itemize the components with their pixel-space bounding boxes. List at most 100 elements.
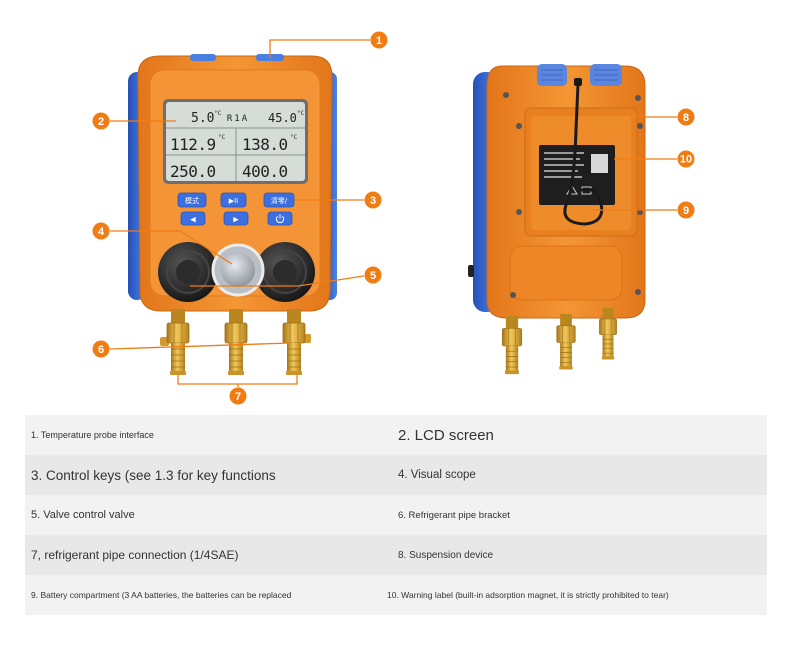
label-text-line	[544, 176, 582, 178]
lcd-temp-right: 45.0	[268, 111, 297, 125]
callout-badge-2	[92, 112, 110, 130]
lcd-pressure-right: 138.0	[242, 135, 288, 154]
legend-row: 5. Valve control valve 6. Refrigerant pi…	[25, 495, 767, 535]
zero-key-label: 清零/	[271, 196, 288, 205]
lcd-pressure-left: 112.9	[170, 135, 216, 154]
screw	[637, 123, 643, 129]
product-diagram: 5.0 °C R1A 45.0 °C 112.9 °C 138.0 °C 250…	[92, 31, 695, 405]
callout-number: 3	[370, 195, 376, 207]
leader-4	[110, 230, 233, 265]
top-tab-left	[190, 54, 216, 61]
callout-number: 4	[98, 226, 105, 238]
refrigerant-fitting-middle	[224, 308, 248, 376]
label-text-line	[544, 158, 580, 160]
parts-legend-table: 1. Temperature probe interface 2. LCD sc…	[25, 415, 767, 615]
side-button	[468, 265, 474, 277]
lcd-value-right: 400.0	[242, 162, 288, 181]
lcd-screen: 5.0 °C R1A 45.0 °C 112.9 °C 138.0 °C 250…	[163, 99, 308, 184]
leader-5	[190, 275, 365, 287]
legend-item-9: 9. Battery compartment (3 AA batteries, …	[31, 590, 292, 600]
mode-key	[177, 192, 207, 208]
callout-badge-4	[92, 222, 110, 240]
legend-row: 9. Battery compartment (3 AA batteries, …	[25, 575, 767, 615]
callout-badge-8	[677, 108, 695, 126]
knob-cap	[176, 260, 200, 284]
callout-badge-10	[677, 150, 695, 168]
legend-item-2: 2. LCD screen	[398, 426, 494, 444]
callout-badge-1	[370, 31, 388, 49]
control-keys: 模式 ▶II 清零/ ◀ ▶	[177, 192, 295, 226]
legend-item-1: 1. Temperature probe interface	[31, 430, 154, 440]
screw	[635, 289, 641, 295]
legend-item-10: 10. Warning label (built-in adsorption m…	[387, 590, 669, 600]
zero-key	[263, 192, 295, 208]
screw	[510, 292, 516, 298]
lower-molding	[509, 245, 623, 301]
callout-badge-3	[364, 191, 382, 209]
legend-item-8: 8. Suspension device	[398, 549, 494, 561]
screw	[635, 95, 641, 101]
refrigerant-fitting-low	[166, 308, 190, 376]
power-icon-arc	[275, 215, 285, 223]
back-fitting-middle	[556, 313, 576, 370]
callout-number: 9	[683, 205, 689, 217]
back-view	[468, 64, 646, 375]
lcd-unit: °C	[297, 110, 305, 117]
play-pause-key-label: ▶II	[229, 197, 239, 205]
mode-key-label: 模式	[185, 196, 199, 205]
lcd-value-left: 250.0	[170, 162, 216, 181]
tab-ridges	[541, 69, 563, 81]
right-key	[223, 211, 249, 226]
leader-1	[269, 39, 370, 58]
lcd-unit: °C	[218, 134, 226, 141]
refrigerant-fitting-high	[282, 308, 306, 376]
label-text-line	[544, 152, 584, 154]
callout-number: 10	[680, 154, 692, 166]
callout-number: 8	[683, 112, 689, 124]
callout-number: 6	[98, 344, 104, 356]
callout-badge-9	[677, 201, 695, 219]
legend-item-6: 6. Refrigerant pipe bracket	[398, 509, 510, 521]
back-fitting-left	[501, 315, 523, 375]
callout-badge-7	[229, 387, 247, 405]
callout-leaders	[109, 39, 677, 387]
play-pause-key	[220, 192, 247, 208]
legend-row: 7, refrigerant pipe connection (1/4SAE) …	[25, 535, 767, 575]
callout-number: 2	[98, 116, 104, 128]
callout-number: 1	[376, 35, 382, 47]
sight-glass	[211, 243, 265, 297]
knob-ring	[166, 250, 210, 294]
hanging-hook	[574, 78, 582, 86]
low-side-valve-knob	[158, 242, 218, 302]
legend-item-5: 5. Valve control valve	[31, 509, 135, 521]
lcd-unit: °C	[290, 134, 298, 141]
lcd-refrigerant: R1A	[227, 114, 249, 124]
callout-number: 5	[370, 270, 376, 282]
label-text-line	[544, 164, 584, 166]
callout-badge-6	[92, 340, 110, 358]
leader-6	[109, 342, 291, 350]
callout-badge-5	[364, 266, 382, 284]
suspension-cord	[563, 82, 604, 226]
warning-label	[539, 145, 615, 205]
callout-number: 7	[235, 391, 241, 403]
legend-item-4: 4. Visual scope	[398, 469, 476, 481]
lcd-temp-left: 5.0	[191, 111, 214, 126]
callout-badges: 1 2 3 4 5 6 7 8 10 9	[92, 31, 695, 405]
lcd-unit: °C	[214, 110, 222, 117]
legend-row: 3. Control keys (see 1.3 for key functio…	[25, 455, 767, 495]
screw	[503, 92, 509, 98]
leader-7	[177, 374, 298, 387]
screw	[516, 209, 522, 215]
legend-item-7: 7, refrigerant pipe connection (1/4SAE)	[31, 548, 239, 562]
right-arrow-icon: ▶	[233, 216, 239, 224]
knob-cap	[273, 260, 297, 284]
front-view: 5.0 °C R1A 45.0 °C 112.9 °C 138.0 °C 250…	[128, 54, 337, 376]
legend-row: 1. Temperature probe interface 2. LCD sc…	[25, 415, 767, 455]
high-side-valve-knob	[255, 242, 315, 302]
sight-glass-lens	[221, 253, 255, 287]
screw	[516, 123, 522, 129]
left-key	[180, 211, 206, 226]
qr-code-icon	[591, 154, 608, 173]
tab-ridges	[594, 69, 618, 81]
